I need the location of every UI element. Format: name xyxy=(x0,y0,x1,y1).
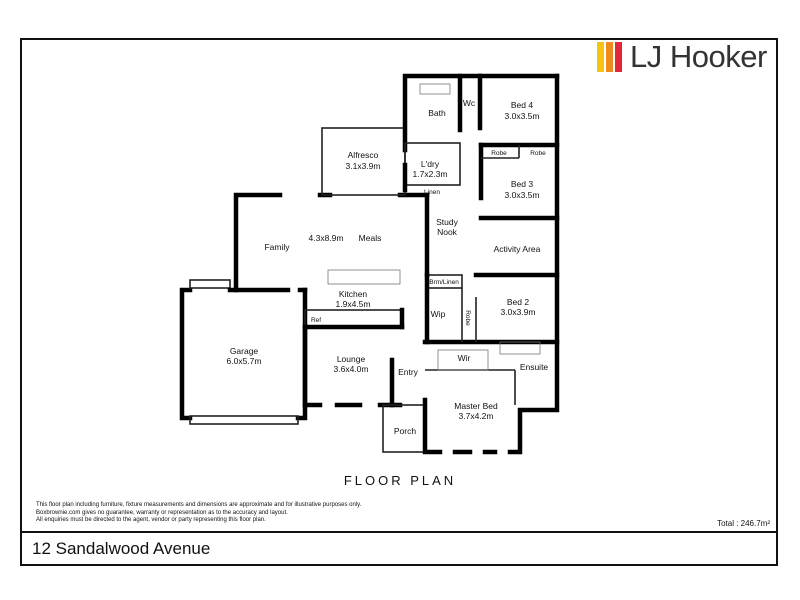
disclaimer-line: All enquiries must be directed to the ag… xyxy=(36,517,266,523)
label-wir: Wir xyxy=(458,353,471,363)
label-kitchen-size: 1.9x4.5m xyxy=(336,299,371,309)
label-bed4: Bed 4 xyxy=(511,100,533,110)
label-garage: Garage xyxy=(230,346,259,356)
label-meals: Meals xyxy=(359,233,382,243)
page-frame xyxy=(20,38,778,566)
logo-bar-yellow xyxy=(597,42,604,72)
label-robe-bed3: Robe xyxy=(530,150,546,157)
label-family: Family xyxy=(264,242,290,252)
label-meals-size: 4.3x8.9m xyxy=(309,233,344,243)
label-linen: Linen xyxy=(424,189,440,196)
label-bath: Bath xyxy=(428,108,446,118)
label-bed2-size: 3.0x3.9m xyxy=(501,307,536,317)
label-wc: Wc xyxy=(463,98,476,108)
disclaimer: This floor plan including furniture, fix… xyxy=(36,502,361,525)
label-wip: Wip xyxy=(431,309,446,319)
label-activity-area: Activity Area xyxy=(494,244,541,254)
label-entry: Entry xyxy=(398,367,419,377)
label-bed4-size: 3.0x3.5m xyxy=(505,111,540,121)
label-ref: Ref xyxy=(311,317,321,324)
room-labels: Bath Wc Bed 4 3.0x3.5m Alfresco 3.1x3.9m… xyxy=(227,98,549,436)
label-ensuite: Ensuite xyxy=(520,362,549,372)
floor-plan-title: FLOOR PLAN xyxy=(343,473,457,488)
logo-bar-orange xyxy=(606,42,613,72)
label-nook: Nook xyxy=(437,227,458,237)
label-garage-size: 6.0x5.7m xyxy=(227,356,262,366)
total-area: Total : 246.7m² xyxy=(717,519,770,528)
disclaimer-line: Boxbrownie.com gives no guarantee, warra… xyxy=(36,509,288,516)
label-porch: Porch xyxy=(394,426,416,436)
label-alfresco: Alfresco xyxy=(348,150,379,160)
logo-bar-red xyxy=(615,42,622,72)
label-master-bed: Master Bed xyxy=(454,401,498,411)
label-lounge: Lounge xyxy=(337,354,366,364)
label-brm-linen: Brm/Linen xyxy=(429,279,459,286)
label-bed3: Bed 3 xyxy=(511,179,533,189)
label-master-size: 3.7x4.2m xyxy=(459,411,494,421)
logo-text: LJ Hooker xyxy=(630,39,767,74)
label-bed3-size: 3.0x3.5m xyxy=(505,190,540,200)
property-address: 12 Sandalwood Avenue xyxy=(32,539,211,558)
label-robe-bed4: Robe xyxy=(491,150,507,157)
disclaimer-line: This floor plan including furniture, fix… xyxy=(36,502,362,508)
label-kitchen: Kitchen xyxy=(339,289,368,299)
label-robe-bed2: Robe xyxy=(464,310,471,326)
label-ldry-size: 1.7x2.3m xyxy=(413,169,448,179)
label-lounge-size: 3.6x4.0m xyxy=(334,364,369,374)
footer-divider xyxy=(20,531,778,533)
label-alfresco-size: 3.1x3.9m xyxy=(346,161,381,171)
label-bed2: Bed 2 xyxy=(507,297,529,307)
label-ldry: L'dry xyxy=(421,159,440,169)
walls xyxy=(179,73,560,455)
lj-hooker-logo: LJ Hooker xyxy=(597,39,767,74)
label-study: Study xyxy=(436,217,458,227)
